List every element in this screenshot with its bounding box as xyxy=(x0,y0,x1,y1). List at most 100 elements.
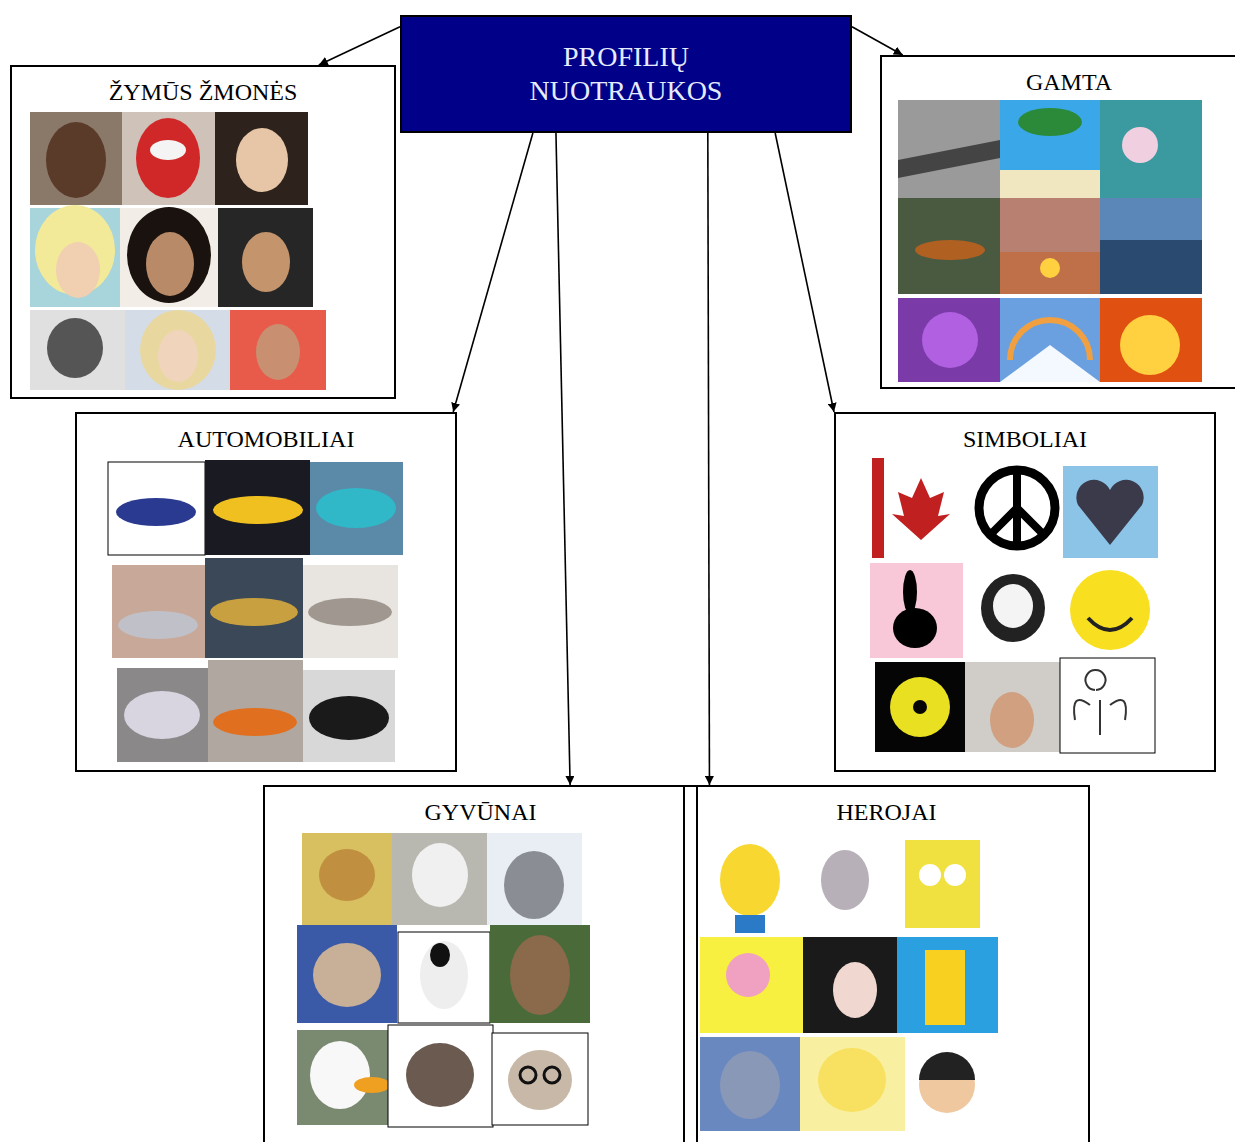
glasses xyxy=(520,1067,560,1083)
photo xyxy=(398,932,490,1023)
car xyxy=(308,598,392,626)
category-box: HEROJAI xyxy=(683,785,1090,1142)
category-box: GAMTA xyxy=(880,55,1235,389)
mountain xyxy=(1000,345,1100,382)
heart xyxy=(1076,480,1143,545)
car xyxy=(213,708,297,736)
category-title: ŽYMŪS ŽMONĖS xyxy=(12,67,394,106)
photo xyxy=(297,1030,392,1125)
car xyxy=(210,598,298,626)
cartoon xyxy=(818,1048,886,1112)
category-title: AUTOMOBILIAI xyxy=(77,414,455,453)
root-title: PROFILIŲ NUOTRAUKOS xyxy=(476,40,776,108)
photo xyxy=(1000,100,1100,198)
photo xyxy=(1000,298,1100,382)
kitten xyxy=(313,943,381,1007)
root-box: PROFILIŲ NUOTRAUKOS xyxy=(400,15,852,133)
photo xyxy=(205,460,310,555)
photo xyxy=(1100,298,1202,382)
mask xyxy=(150,140,186,160)
photo xyxy=(700,833,800,933)
photo xyxy=(972,458,1062,558)
photo xyxy=(872,458,970,558)
photo xyxy=(1000,198,1100,294)
car xyxy=(213,496,303,524)
photo xyxy=(120,208,218,307)
cartoon xyxy=(726,953,770,997)
car xyxy=(309,696,389,740)
pug xyxy=(406,1043,474,1107)
arrow-connector xyxy=(775,133,834,412)
cartoon xyxy=(735,915,765,933)
category-title: HEROJAI xyxy=(685,787,1088,826)
photo xyxy=(800,1037,905,1131)
photo xyxy=(490,925,590,1023)
photo xyxy=(700,937,803,1033)
photo xyxy=(487,833,582,925)
photo xyxy=(965,662,1060,752)
photo xyxy=(215,112,308,205)
photo xyxy=(897,937,998,1033)
photo xyxy=(963,560,1063,658)
photo xyxy=(875,662,965,752)
cartoon xyxy=(919,864,941,886)
photo xyxy=(218,208,313,307)
photo xyxy=(388,1025,493,1127)
flag-band xyxy=(872,458,884,558)
photo xyxy=(492,1033,588,1125)
photo xyxy=(898,198,1000,294)
face xyxy=(158,330,198,382)
photo xyxy=(1100,198,1202,294)
mask xyxy=(136,118,200,198)
car xyxy=(118,611,198,639)
category-title: SIMBOLIAI xyxy=(836,414,1214,453)
photo xyxy=(1063,563,1158,658)
smiley xyxy=(1070,570,1150,650)
photo xyxy=(803,937,897,1033)
photo xyxy=(1100,100,1202,198)
photo xyxy=(208,660,303,762)
hair xyxy=(127,207,211,303)
sun xyxy=(1040,258,1060,278)
maple-leaf xyxy=(892,478,950,540)
arrow-connector xyxy=(556,133,570,785)
arrow-connector xyxy=(852,27,903,55)
dog xyxy=(430,943,450,967)
sand xyxy=(1000,170,1100,198)
photo xyxy=(905,1037,990,1131)
photo xyxy=(870,563,963,658)
face xyxy=(47,318,103,378)
car xyxy=(124,691,200,739)
photo xyxy=(117,668,208,762)
category-title: GYVŪNAI xyxy=(265,787,696,826)
horse xyxy=(510,935,570,1015)
cartoon xyxy=(905,840,980,928)
cartoon xyxy=(720,844,780,916)
hand xyxy=(990,692,1034,748)
cartoon xyxy=(944,864,966,886)
peace-sign xyxy=(979,470,1055,546)
photo xyxy=(1060,658,1155,753)
angel xyxy=(1074,670,1126,735)
arrow-connector xyxy=(453,133,533,412)
photo xyxy=(112,565,205,658)
cat xyxy=(319,849,375,901)
smiley xyxy=(1088,618,1132,630)
sea xyxy=(1100,240,1202,294)
photo xyxy=(125,310,230,390)
category-box: SIMBOLIAI xyxy=(834,412,1216,772)
photo xyxy=(230,310,326,390)
cartoon xyxy=(821,850,869,910)
dog xyxy=(508,1050,572,1110)
tree-trunk xyxy=(898,140,1000,178)
photo xyxy=(108,462,205,555)
cartoon xyxy=(720,1051,780,1119)
face xyxy=(236,128,288,192)
fire xyxy=(1120,315,1180,375)
category-box: AUTOMOBILIAI xyxy=(75,412,457,772)
sunset xyxy=(1000,252,1100,294)
skull xyxy=(993,584,1033,628)
photo xyxy=(303,565,398,658)
photo xyxy=(122,112,215,205)
